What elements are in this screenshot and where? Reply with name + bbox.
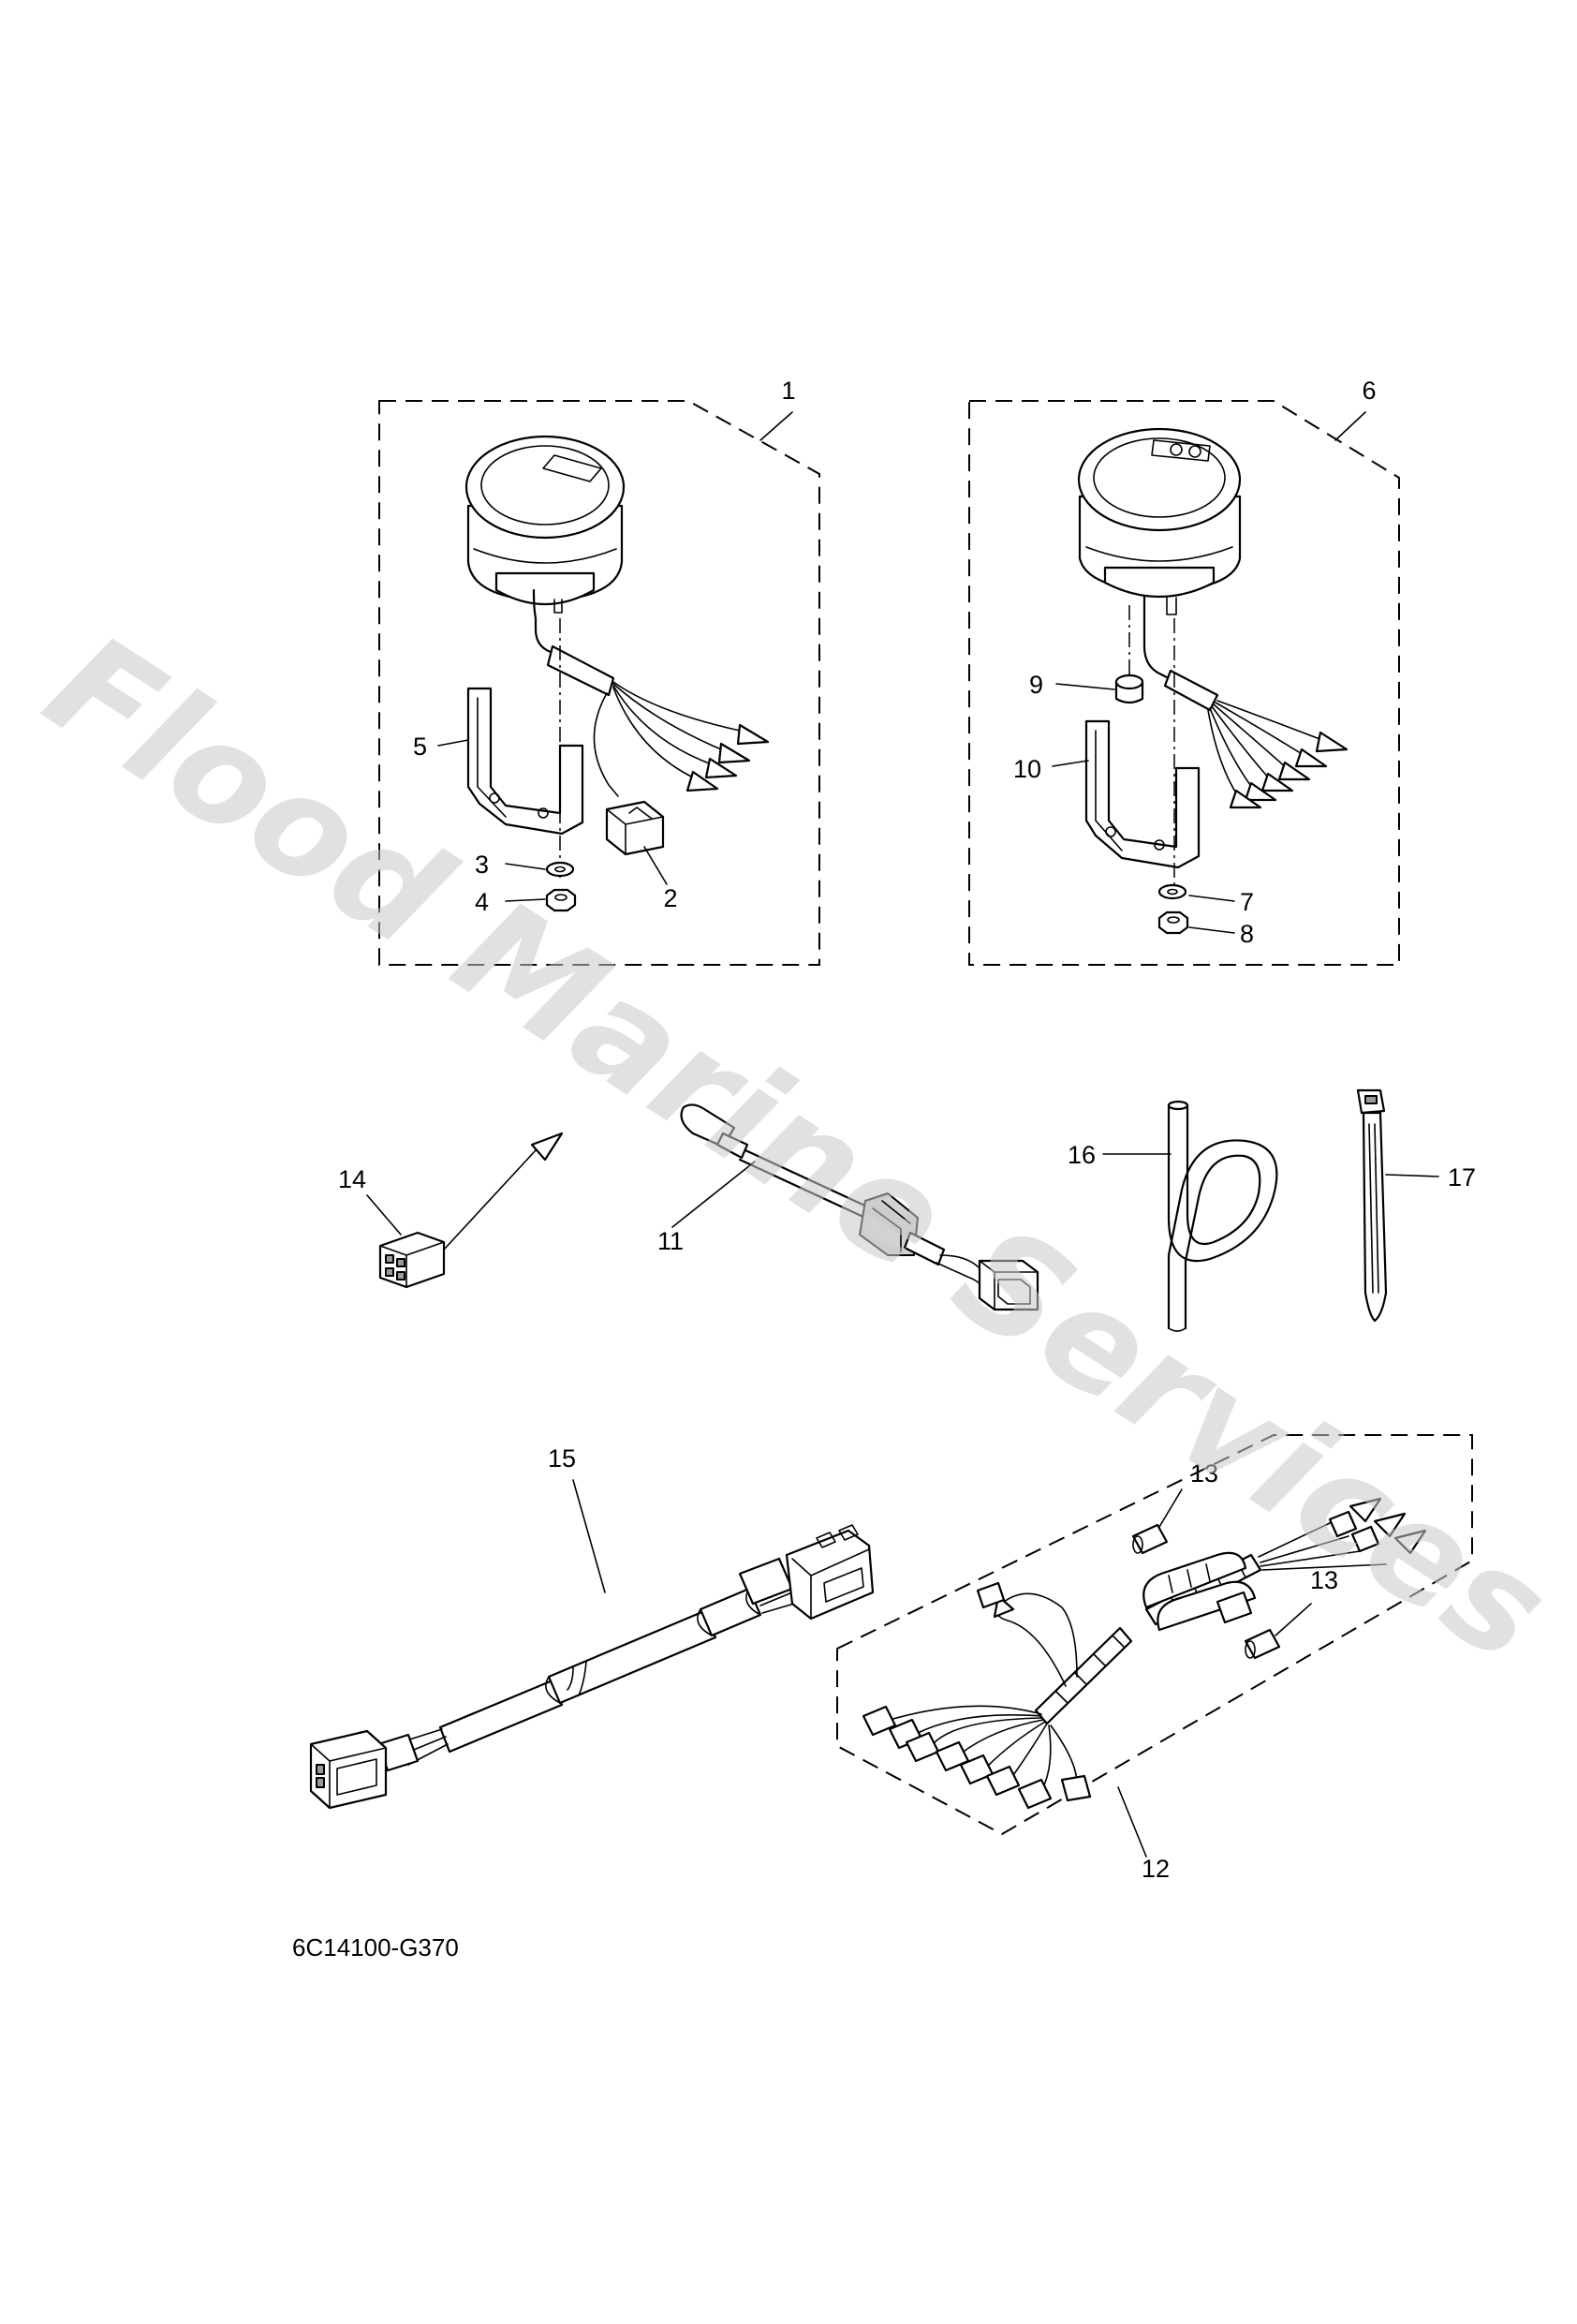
leader-17 — [1385, 1174, 1439, 1177]
leader-9 — [1055, 683, 1115, 690]
group-1-boundary — [378, 400, 820, 966]
leader-2 — [643, 846, 668, 885]
callout-6: 6 — [1362, 377, 1376, 405]
callout-5: 5 — [413, 733, 427, 761]
callout-13b: 13 — [1310, 1566, 1338, 1594]
leader-3 — [505, 863, 546, 870]
cap-9 — [1114, 674, 1144, 704]
meter-6-lead — [1142, 594, 1178, 684]
meter-1-sleeve — [546, 644, 615, 697]
leader-15 — [572, 1479, 606, 1593]
cap-13a — [1131, 1523, 1169, 1555]
leader-1 — [759, 411, 793, 441]
meter-1-wire-terminals — [593, 681, 770, 797]
meter-gauge-6 — [1077, 427, 1242, 615]
nut-8 — [1157, 910, 1189, 935]
meter-6-sleeve — [1163, 669, 1219, 712]
leader-4 — [505, 898, 546, 902]
cap-13b — [1244, 1628, 1281, 1660]
coupler-14 — [378, 1231, 446, 1289]
hose-16 — [1167, 1100, 1278, 1332]
callout-17: 17 — [1448, 1163, 1476, 1192]
group-12-boundary — [836, 1434, 1473, 1836]
meter-gauge-1 — [464, 435, 626, 614]
callout-10: 10 — [1013, 755, 1041, 783]
leader-12 — [1117, 1786, 1147, 1858]
callout-15: 15 — [548, 1444, 576, 1473]
callout-12: 12 — [1142, 1855, 1170, 1883]
meter-6-wire-terminals — [1207, 700, 1349, 809]
meter-1-lead — [532, 588, 562, 658]
coupler-14-pointer — [443, 1149, 537, 1251]
callout-14: 14 — [338, 1165, 366, 1193]
callout-16: 16 — [1068, 1141, 1096, 1169]
watermark: Flood Marine Services — [19, 603, 1575, 1694]
extension-harness-15 — [309, 1524, 875, 1810]
leader-14 — [366, 1194, 402, 1236]
leader-10 — [1052, 760, 1089, 767]
coupler-14-arrowhead — [530, 1132, 564, 1162]
sensor-cable-11 — [680, 1103, 1039, 1311]
leader-13b — [1275, 1603, 1312, 1636]
leader-5 — [437, 739, 469, 747]
leader-8 — [1188, 926, 1235, 934]
callout-2: 2 — [663, 884, 677, 912]
leader-11 — [671, 1161, 756, 1228]
cable-tie-17 — [1356, 1088, 1388, 1323]
leader-13a — [1158, 1488, 1183, 1528]
callout-3: 3 — [475, 851, 489, 879]
callout-11: 11 — [657, 1227, 684, 1255]
callout-4: 4 — [475, 888, 489, 916]
callout-13a: 13 — [1190, 1459, 1218, 1488]
callout-7: 7 — [1240, 888, 1254, 916]
connector-2 — [605, 800, 665, 856]
leader-6 — [1334, 411, 1366, 441]
callout-1: 1 — [781, 377, 795, 405]
nut-4 — [545, 888, 577, 912]
callout-8: 8 — [1240, 920, 1254, 948]
bracket-5 — [466, 687, 584, 836]
washer-3 — [545, 861, 575, 878]
bracket-10 — [1084, 719, 1201, 869]
leader-7 — [1188, 895, 1235, 902]
washer-7 — [1157, 883, 1187, 900]
diagram-reference-code: 6C14100-G370 — [292, 1933, 459, 1961]
group-6-boundary — [968, 400, 1400, 966]
callout-9: 9 — [1029, 671, 1043, 699]
main-harness-12 — [862, 1497, 1427, 1810]
